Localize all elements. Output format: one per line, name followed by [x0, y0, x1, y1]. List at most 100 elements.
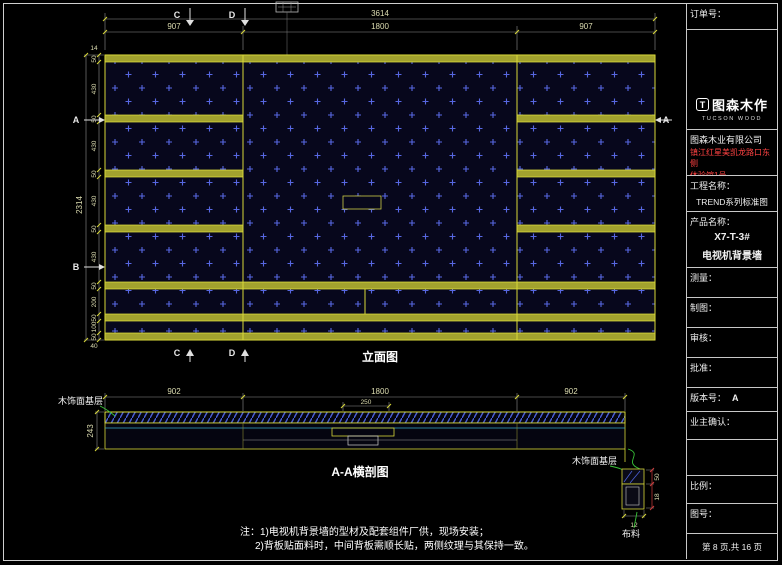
top-detail-key [275, 1, 299, 55]
brand-name: 图森木作 [711, 98, 768, 113]
arrow-left-icon [655, 117, 661, 123]
svg-text:100: 100 [91, 321, 98, 332]
page-row: 第 8 页,共 16 页 [687, 534, 777, 560]
company-name: 图森木业有限公司 [690, 135, 763, 145]
veneer-label-left: 木饰面基层 [58, 395, 103, 406]
order-number-row: 订单号： [687, 4, 777, 30]
project-name: TREND系列标准图 [696, 197, 768, 207]
veneer-label-right: 木饰面基层 [572, 455, 617, 466]
survey-row: 测量： [687, 268, 777, 298]
project-label: 工程名称： [690, 181, 736, 191]
sec-dim-height: 243 [86, 424, 95, 438]
detail-dim-18: 18 [654, 493, 661, 501]
arrow-up-icon [186, 349, 194, 356]
sec-dim-right: 902 [564, 387, 578, 396]
product-row: 产品名称： X7-T-3# 电视机背景墙 [687, 212, 777, 268]
arrow-down-icon [241, 20, 249, 26]
dim-width-right: 907 [579, 22, 593, 31]
dim-width-mid: 1800 [371, 22, 389, 31]
tv-outlet-box [342, 195, 382, 210]
elevation-dimension-ticks [83, 16, 658, 343]
arrow-down-icon [186, 20, 194, 26]
marker-a-left: A [73, 115, 80, 125]
survey-label: 测量： [690, 273, 718, 283]
blank-row [687, 440, 777, 476]
arrow-right-icon [99, 117, 105, 123]
note-line-2: 2)背板贴面料时，中间背板需顺长贴，两侧纹理与其保持一致。 [255, 541, 534, 552]
dim-overall-height: 2314 [75, 196, 84, 214]
draft-row: 制图： [687, 298, 777, 328]
svg-text:50: 50 [91, 282, 98, 290]
version-value: A [732, 393, 739, 403]
svg-text:430: 430 [91, 83, 98, 94]
company-address-2: 体验馆1号 [690, 170, 727, 176]
sec-dim-left: 902 [167, 387, 181, 396]
dim-bottom-offset: 40 [90, 343, 98, 350]
dim-width-left: 907 [167, 22, 181, 31]
svg-text:430: 430 [91, 251, 98, 262]
elevation-view [104, 54, 656, 341]
svg-text:50: 50 [91, 115, 98, 123]
scale-label: 比例： [690, 481, 718, 491]
check-label: 审核： [690, 333, 718, 343]
drawing-number-row: 图号： [687, 504, 777, 534]
project-row: 工程名称： TREND系列标准图 [687, 176, 777, 212]
owner-confirm-label: 业主确认： [690, 417, 736, 427]
marker-b-left: B [73, 262, 80, 272]
section-dimension-ticks [94, 394, 628, 452]
tucson-logo-icon: T [695, 98, 709, 111]
svg-text:50: 50 [91, 170, 98, 178]
version-row: 版本号：A [687, 388, 777, 412]
marker-c-bottom: C [174, 348, 181, 358]
dim-overall-width: 3614 [371, 9, 389, 18]
brand-subtitle: TUCSON WOOD [701, 116, 763, 122]
sec-dim-bracket: 250 [361, 399, 372, 406]
elevation-title: 立面图 [362, 349, 398, 364]
company-row: 图森木业有限公司 镇江红星美凯龙路口东侧 体验馆1号 [687, 130, 777, 176]
svg-text:50: 50 [91, 225, 98, 233]
note-line-1: 注：1)电视机背景墙的型材及配套组件厂供，现场安装； [240, 527, 489, 538]
owner-confirm-row: 业主确认： [687, 412, 777, 440]
approve-label: 批准： [690, 363, 718, 373]
marker-d-bottom: D [229, 348, 236, 358]
svg-text:50: 50 [91, 55, 98, 63]
drawing-area: 3614 907 1800 907 2314 14 40 50 430 50 4… [58, 1, 672, 539]
leader-line [99, 405, 116, 417]
section-cut-markers: C D C D A B A [73, 8, 672, 362]
draft-label: 制图： [690, 303, 718, 313]
sheet-border [3, 3, 778, 561]
elevation-bands [104, 54, 656, 341]
marker-d-top: D [229, 10, 236, 20]
tv-mount-bracket [347, 435, 379, 446]
notes-block: 注：1)电视机背景墙的型材及配套组件厂供，现场安装； 2)背板贴面料时，中间背板… [240, 526, 534, 554]
scale-row: 比例： [687, 476, 777, 504]
arrow-right-icon [99, 264, 105, 270]
check-row: 审核： [687, 328, 777, 358]
sec-dim-mid: 1800 [371, 387, 389, 396]
section-view [104, 411, 626, 462]
product-name: 电视机背景墙 [702, 251, 762, 262]
dim-top-offset: 14 [90, 45, 98, 52]
svg-text:50: 50 [91, 333, 98, 341]
section-dimension-lines [95, 393, 626, 450]
edge-detail: 木饰面基层 50 18 12 布料 [572, 448, 661, 539]
drawing-number-label: 图号： [690, 509, 718, 519]
detail-dim-50: 50 [654, 473, 661, 481]
product-code: X7-T-3# [714, 232, 750, 243]
product-label: 产品名称： [690, 217, 736, 227]
marker-c-top: C [174, 10, 181, 20]
fabric-label: 布料 [622, 528, 640, 539]
elevation-panel-joints [242, 55, 518, 340]
svg-text:200: 200 [91, 296, 98, 307]
arrow-up-icon [241, 349, 249, 356]
svg-text:430: 430 [91, 140, 98, 151]
svg-text:50: 50 [91, 314, 98, 322]
logo-row: T 图森木作 TUCSON WOOD [687, 30, 777, 130]
section-title: A-A横剖图 [331, 464, 388, 479]
order-number-label: 订单号： [690, 9, 727, 19]
svg-text:430: 430 [91, 195, 98, 206]
approve-row: 批准： [687, 358, 777, 388]
company-address-1: 镇江红星美凯龙路口东侧 [690, 148, 770, 168]
title-block: 订单号： T 图森木作 TUCSON WOOD 图森木业有限公司 镇江红星美凯龙… [686, 4, 777, 559]
